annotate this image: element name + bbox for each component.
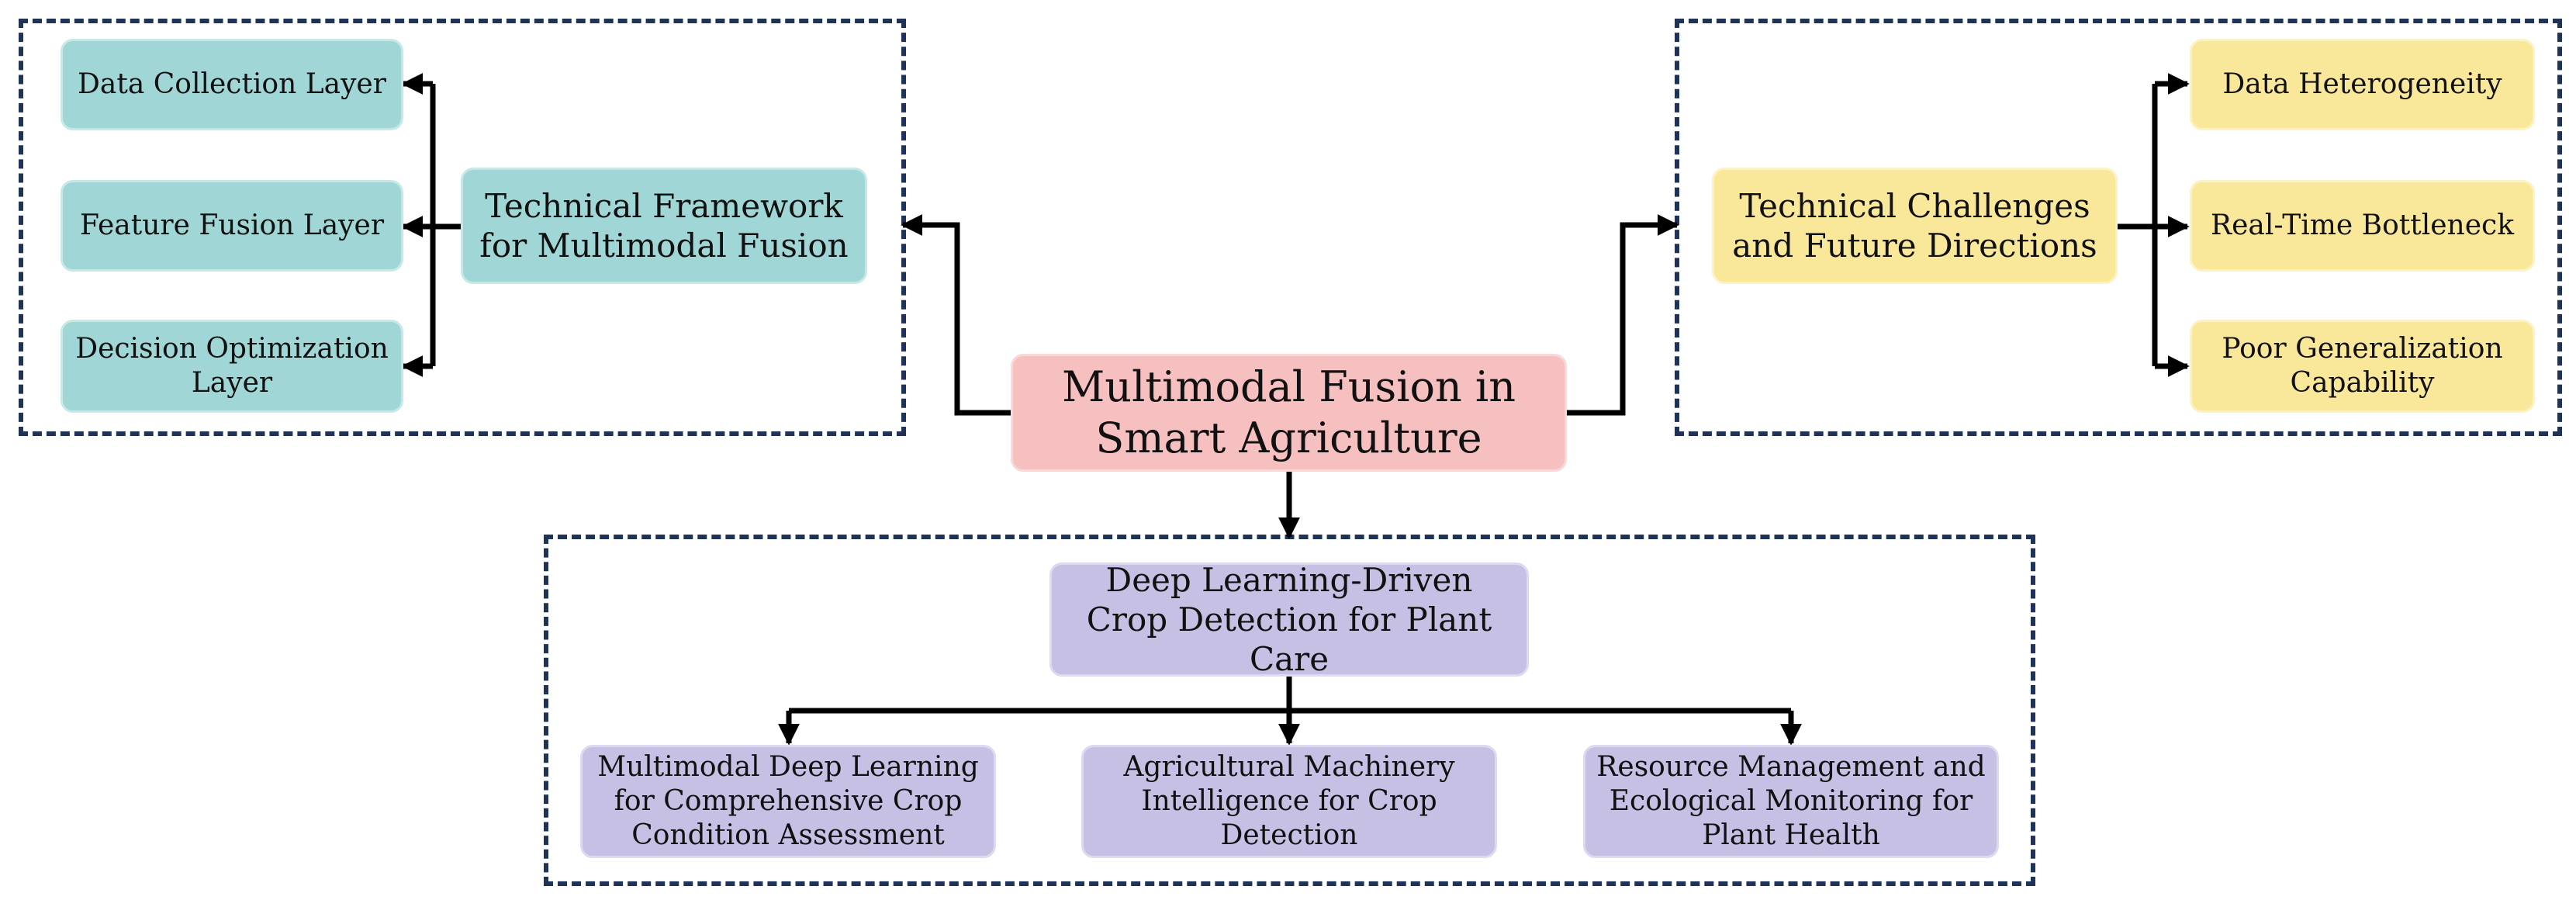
center-title: Multimodal Fusion in Smart Agriculture — [1062, 362, 1516, 462]
bottom-item-multimodal-deep-learning: Multimodal Deep Learning for Comprehensi… — [580, 745, 996, 858]
right-item-label: Data Heterogeneity — [2222, 68, 2502, 101]
right-item-real-time-bottleneck: Real-Time Bottleneck — [2190, 180, 2535, 272]
left-item-feature-fusion: Feature Fusion Layer — [61, 180, 403, 272]
bottom-item-agricultural-machinery: Agricultural Machinery Intelligence for … — [1081, 745, 1497, 858]
bottom-item-label: Agricultural Machinery Intelligence for … — [1123, 751, 1455, 851]
left-branch-title: Technical Framework for Multimodal Fusio… — [479, 186, 849, 265]
left-item-data-collection: Data Collection Layer — [61, 39, 403, 130]
right-branch-node: Technical Challenges and Future Directio… — [1712, 168, 2118, 284]
bottom-item-label: Resource Management and Ecological Monit… — [1596, 751, 1986, 851]
right-item-label: Poor Generalization Capability — [2222, 333, 2503, 399]
right-item-data-heterogeneity: Data Heterogeneity — [2190, 39, 2535, 130]
left-branch-node: Technical Framework for Multimodal Fusio… — [461, 168, 867, 284]
bottom-item-resource-management: Resource Management and Ecological Monit… — [1583, 745, 1999, 858]
connector-center-to-right — [1567, 214, 1679, 416]
right-branch-title: Technical Challenges and Future Directio… — [1732, 186, 2097, 265]
center-node: Multimodal Fusion in Smart Agriculture — [1011, 354, 1567, 472]
left-item-label: Decision Optimization Layer — [75, 333, 389, 399]
bottom-branch-node: Deep Learning-Driven Crop Detection for … — [1049, 560, 1529, 679]
connector-center-to-left — [901, 214, 1011, 416]
left-item-label: Data Collection Layer — [78, 68, 386, 101]
right-item-label: Real-Time Bottleneck — [2210, 209, 2515, 242]
left-item-label: Feature Fusion Layer — [79, 209, 385, 242]
left-item-decision-optimization: Decision Optimization Layer — [61, 320, 403, 413]
bottom-item-label: Multimodal Deep Learning for Comprehensi… — [597, 751, 979, 851]
right-item-poor-generalization: Poor Generalization Capability — [2190, 320, 2535, 413]
bottom-branch-title: Deep Learning-Driven Crop Detection for … — [1086, 560, 1492, 679]
